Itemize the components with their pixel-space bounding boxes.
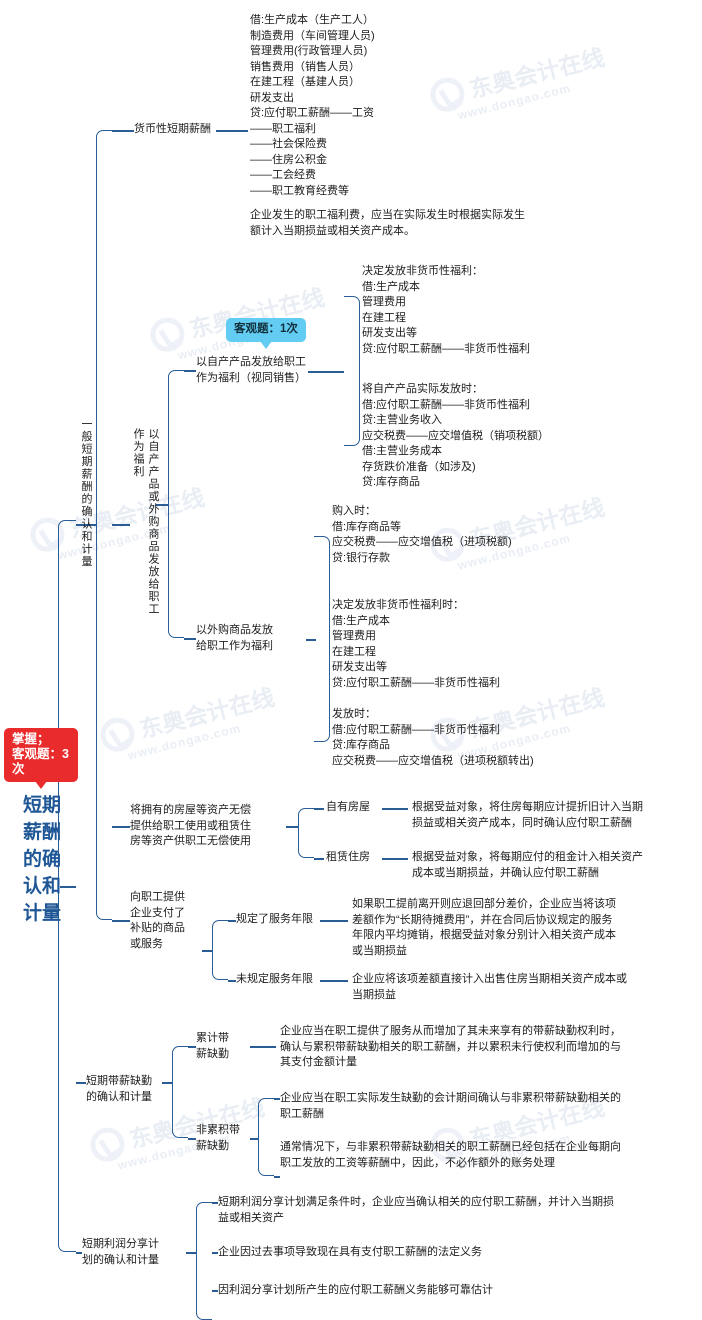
branch2-connector <box>76 1082 86 1084</box>
noncumulative-text1-connector <box>274 1098 280 1100</box>
selfmade-badge: 客观题：1次 <box>226 318 306 349</box>
goods-label: 以自产产品或外购商品发放给职工作为福利 <box>132 428 159 616</box>
branch3-item2-connector <box>212 1252 218 1254</box>
root-bracket <box>58 520 76 1252</box>
rent-house-label: 租赁住房 <box>326 851 370 863</box>
no-term-connector <box>228 980 236 982</box>
rent-house-connector-right <box>382 858 408 860</box>
purchased-stem <box>306 639 316 641</box>
cumulative-connector-right <box>250 1046 276 1048</box>
branch3-item1-connector <box>212 1202 218 1204</box>
own-house-connector <box>314 808 324 810</box>
monetary-content: 借:生产成本（生产工人） 制造费用（车间管理人员) 管理费用(行政管理人员) 销… <box>250 14 375 197</box>
monetary-label: 货币性短期薪酬 <box>134 123 211 135</box>
purchased-block1: 购入时： 借:库存商品等 应交税费——应交增值税（进项税额) 贷:银行存款 <box>332 505 512 564</box>
purchased-connector <box>184 638 196 640</box>
own-house-text: 根据受益对象，将住房每期应计提折旧计入当期 损益或相关资产成本，同时确认应付职工… <box>412 801 643 829</box>
has-term-label: 规定了服务年限 <box>236 913 313 925</box>
branch1-bracket <box>96 130 112 920</box>
cumulative-text: 企业应当在职工提供了服务从而增加了其未来享有的带薪缺勤权利时， 确认与累积带薪缺… <box>280 1025 621 1068</box>
branch3-item3-connector <box>212 1290 218 1292</box>
monetary-connector <box>112 130 134 132</box>
page-title: 短期薪酬的确认和计量 <box>22 795 61 924</box>
subsidy-bracket <box>212 920 228 980</box>
branch3-connector <box>76 1252 82 1254</box>
branch3-item-1: 短期利润分享计划满足条件时，企业应当确认相关的应付职工薪酬，并计入当期损 益或相… <box>218 1196 614 1224</box>
noncumulative-text2-connector <box>274 1176 280 1178</box>
branch3-label: 短期利润分享计 划的确认和计量 <box>82 1238 159 1266</box>
no-term-connector-right <box>320 980 348 982</box>
housing-label: 将拥有的房屋等资产无偿 提供给职工使用或租赁住 房等资产供职工无偿使用 <box>130 804 251 847</box>
housing-stem <box>286 826 298 828</box>
root-badge: 掌握； 客观题：3次 <box>4 728 78 789</box>
cumulative-connector <box>188 1046 196 1048</box>
selfmade-connector <box>184 370 196 372</box>
no-term-label: 未规定服务年限 <box>236 973 313 985</box>
branch2-bracket <box>172 1046 188 1138</box>
rent-house-connector <box>314 858 324 860</box>
noncumulative-label: 非累积带 薪缺勤 <box>196 1124 240 1152</box>
subsidy-stem <box>202 950 212 952</box>
noncumulative-bracket <box>258 1098 274 1176</box>
has-term-text: 如果职工提前离开则应退回部分差价，企业应当将该项 差额作为“长期待摊费用”，并在… <box>352 898 616 957</box>
noncumulative-stem <box>250 1138 258 1140</box>
no-term-text: 企业应将该项差额直接计入出售住房当期相关资产成本或 当期损益 <box>352 973 627 1001</box>
cumulative-label: 累计带 薪缺勤 <box>196 1032 229 1060</box>
branch2-stem <box>162 1082 172 1084</box>
branch1-stem <box>76 524 96 526</box>
purchased-block2: 决定发放非货币性福利时： 借:生产成本 管理费用 在建工程 研发支出等 贷:应付… <box>332 599 501 689</box>
noncumulative-text-2: 通常情况下，与非累积带薪缺勤相关的职工薪酬已经包括在企业每期向 职工发放的工资等… <box>280 1141 621 1169</box>
purchased-label: 以外购商品发放 给职工作为福利 <box>196 624 273 652</box>
subsidy-label: 向职工提供 企业支付了 补贴的商品 或服务 <box>130 891 185 950</box>
selfmade-bracket <box>344 296 360 446</box>
rent-house-text: 根据受益对象，将每期应付的租金计入相关资产 成本或当期损益，并确认应付职工薪酬 <box>412 851 643 879</box>
own-house-connector-right <box>382 808 408 810</box>
purchased-bracket <box>314 536 330 742</box>
housing-connector <box>112 826 130 828</box>
goods-stem <box>156 504 168 506</box>
selfmade-block1: 决定发放非货币性福利： 借:生产成本 管理费用 在建工程 研发支出等 贷:应付职… <box>362 265 531 355</box>
branch3-stem <box>186 1252 196 1254</box>
branch3-item-3: 因利润分享计划所产生的应付职工薪酬义务能够可靠估计 <box>218 1284 493 1296</box>
noncumulative-connector <box>188 1138 196 1140</box>
branch3-item-2: 企业因过去事项导致现在具有支付职工薪酬的法定义务 <box>218 1246 482 1258</box>
own-house-label: 自有房屋 <box>326 801 370 813</box>
branch2-label: 短期带薪缺勤 的确认和计量 <box>86 1075 152 1103</box>
has-term-connector <box>228 920 236 922</box>
branch1-label: 一般短期薪酬的确认和计量 <box>80 418 92 568</box>
selfmade-block2: 将自产产品实际发放时： 借:应付职工薪酬——非货币性福利 贷:主营业务收入 应交… <box>362 383 549 488</box>
has-term-connector-right <box>320 920 348 922</box>
goods-connector <box>112 524 130 526</box>
selfmade-stem <box>308 371 344 373</box>
subsidy-connector <box>112 920 130 922</box>
goods-bracket <box>168 370 184 638</box>
root-connector <box>60 886 76 888</box>
selfmade-label: 以自产产品发放给职工 作为福利（视同销售） <box>196 356 306 384</box>
housing-bracket <box>298 808 314 858</box>
monetary-note: 企业发生的职工福利费，应当在实际发生时根据实际发生 额计入当期损益或相关资产成本… <box>250 209 525 237</box>
monetary-connector-right <box>216 130 248 132</box>
purchased-block3: 发放时： 借:应付职工薪酬——非货币性福利 贷:库存商品 应交税费——应交增值税… <box>332 708 534 767</box>
branch3-bracket <box>196 1202 212 1320</box>
noncumulative-text-1: 企业应当在职工实际发生缺勤的会计期间确认与非累积带薪缺勤相关的 职工薪酬 <box>280 1092 621 1120</box>
